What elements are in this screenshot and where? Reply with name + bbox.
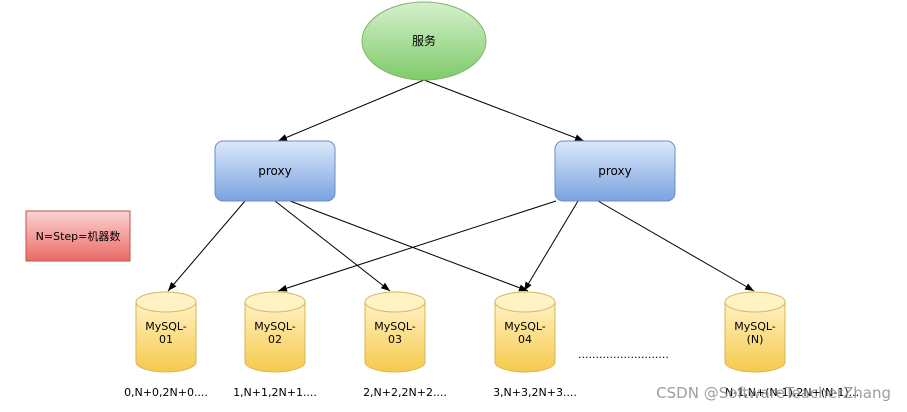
edge-proxy2-dbn	[597, 200, 755, 292]
proxy-node-1: proxy	[214, 140, 336, 202]
edge-proxy2-db04	[523, 200, 579, 292]
db-label-line2: 03	[388, 333, 402, 346]
sequence-label-04: 3,N+3,2N+3....	[493, 386, 577, 399]
db-label-line2: 01	[159, 333, 173, 346]
sequence-label-03: 2,N+2,2N+2....	[363, 386, 447, 399]
sequence-label-n: N-1,N+(N-1),2N+(N-1)...	[725, 386, 859, 399]
db-label-line1: MySQL-	[374, 320, 416, 333]
edge-service-proxy1	[277, 79, 425, 142]
db-label-line1: MySQL-	[254, 320, 296, 333]
db-label-line1: MySQL-	[734, 320, 776, 333]
proxy-node-2: proxy	[554, 140, 676, 202]
connectors	[167, 79, 755, 292]
db-label-line2: 02	[268, 333, 282, 346]
sequence-label-01: 0,N+0,2N+0....	[124, 386, 208, 399]
database-mysql-03: MySQL- 03	[364, 291, 426, 373]
edge-proxy1-db03	[274, 200, 391, 292]
edge-proxy1-db01	[167, 200, 246, 292]
db-label-line1: MySQL-	[504, 320, 546, 333]
db-label-line2: 04	[518, 333, 532, 346]
database-mysql-01: MySQL- 01	[135, 291, 197, 373]
csdn-watermark: CSDN @SoftwareTeacherZhang	[656, 384, 891, 402]
note-label: N=Step=机器数	[36, 229, 121, 243]
database-mysql-02: MySQL- 02	[244, 291, 306, 373]
service-label: 服务	[412, 33, 436, 48]
service-node: 服务	[361, 1, 487, 81]
db-label-line2: (N)	[747, 333, 764, 346]
edge-service-proxy2	[423, 79, 585, 142]
db-label-line1: MySQL-	[145, 320, 187, 333]
sequence-label-02: 1,N+1,2N+1....	[233, 386, 317, 399]
proxy-label: proxy	[258, 164, 291, 178]
proxy-label: proxy	[598, 164, 631, 178]
ellipsis-dots: ..........................	[578, 348, 669, 361]
edge-proxy1-db04	[289, 200, 529, 292]
database-mysql-n: MySQL- (N)	[724, 291, 786, 373]
edge-proxy2-db02	[277, 200, 557, 292]
note-box: N=Step=机器数	[25, 210, 131, 262]
database-mysql-04: MySQL- 04	[494, 291, 556, 373]
